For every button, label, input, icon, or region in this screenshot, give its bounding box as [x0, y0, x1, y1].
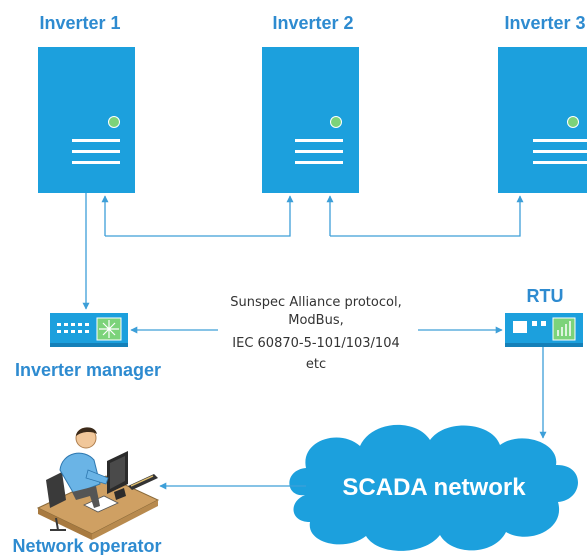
inverter-2-label: Inverter 2: [272, 13, 353, 33]
protocol-line-2: ModBus,: [288, 313, 344, 328]
network-panel-icon: [96, 317, 122, 341]
link-arrow: [330, 195, 524, 237]
status-led-icon: [330, 116, 342, 128]
signal-bars-icon: [552, 317, 576, 341]
port-dots-icon: [57, 323, 89, 333]
network-operator-icon: [36, 427, 160, 540]
inverter-3: [498, 47, 587, 193]
display-icon: [513, 321, 527, 333]
inverter-manager-label: Inverter manager: [15, 360, 161, 380]
indicator-icon: [532, 321, 537, 326]
status-led-icon: [567, 116, 579, 128]
inverter-3-label: Inverter 3: [504, 13, 585, 33]
rtu-device: [505, 313, 583, 347]
status-led-icon: [108, 116, 120, 128]
link-arrow: [105, 195, 294, 237]
inverter-1-label: Inverter 1: [39, 13, 120, 33]
rtu-label: RTU: [527, 286, 564, 306]
scada-network-label: SCADA network: [342, 474, 526, 501]
inverter-manager-device: [50, 313, 128, 347]
network-operator-label: Network operator: [12, 536, 161, 555]
protocol-line-1: Sunspec Alliance protocol,: [230, 295, 401, 310]
protocol-label: Sunspec Alliance protocol, ModBus, IEC 6…: [230, 295, 401, 372]
vent-lines-icon: [295, 139, 343, 164]
protocol-line-3: IEC 60870-5-101/103/104: [232, 336, 399, 351]
inverter-1: [38, 47, 135, 193]
vent-lines-icon: [72, 139, 120, 164]
indicator-icon: [541, 321, 546, 326]
vent-lines-icon: [533, 139, 587, 164]
protocol-line-4: etc: [306, 357, 326, 372]
inverter-2: [262, 47, 359, 193]
scada-cloud: [289, 424, 578, 551]
